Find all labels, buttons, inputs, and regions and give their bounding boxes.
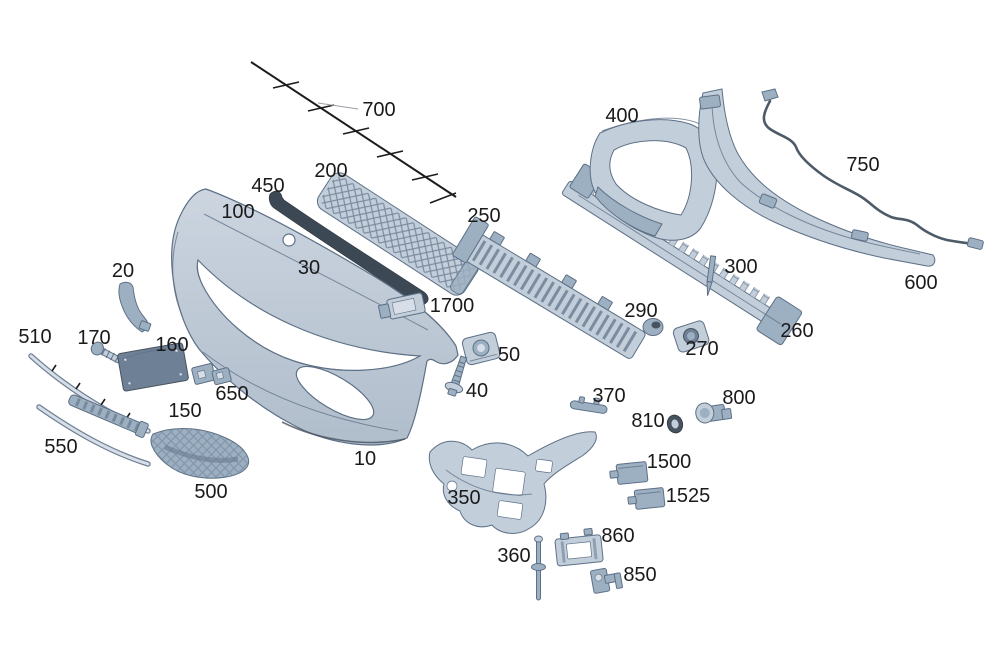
part-600-carrier-rail bbox=[698, 88, 936, 267]
callout-350[interactable]: 350 bbox=[447, 487, 481, 509]
part-170-screw bbox=[90, 341, 122, 364]
part-810-sensor-ring bbox=[666, 414, 684, 434]
part-800-parking-sensor bbox=[695, 402, 733, 424]
callout-270[interactable]: 270 bbox=[685, 338, 719, 360]
part-1700-camera-module bbox=[378, 292, 426, 320]
part-650-bracket bbox=[191, 363, 232, 386]
callout-600[interactable]: 600 bbox=[904, 272, 938, 294]
callout-800[interactable]: 800 bbox=[722, 387, 756, 409]
part-350-corner-bracket bbox=[428, 431, 597, 534]
callout-810[interactable]: 810 bbox=[631, 410, 665, 432]
callout-20[interactable]: 20 bbox=[111, 260, 135, 282]
part-300-pin bbox=[706, 255, 717, 296]
part-450-trim-strip bbox=[268, 190, 429, 306]
part-270-clip-nut bbox=[672, 320, 710, 353]
part-860-retainer-frame bbox=[554, 528, 604, 567]
callout-550[interactable]: 550 bbox=[44, 436, 78, 458]
part-750-hose bbox=[761, 88, 984, 250]
callout-250[interactable]: 250 bbox=[467, 205, 501, 227]
callout-170[interactable]: 170 bbox=[77, 327, 111, 349]
lower-grille-strip-hatched bbox=[68, 394, 149, 438]
part-20-bracket bbox=[118, 281, 152, 333]
part-850-holder bbox=[590, 567, 623, 594]
part-1500-module bbox=[609, 461, 649, 485]
callout-1525[interactable]: 1525 bbox=[665, 485, 711, 507]
part-290-grommet bbox=[642, 318, 664, 336]
callout-860[interactable]: 860 bbox=[601, 525, 635, 547]
callout-30[interactable]: 30 bbox=[297, 257, 321, 279]
callout-100[interactable]: 100 bbox=[221, 201, 255, 223]
part-1525-module bbox=[627, 487, 666, 510]
callout-500[interactable]: 500 bbox=[194, 481, 228, 503]
callout-750[interactable]: 750 bbox=[846, 154, 880, 176]
callout-10[interactable]: 10 bbox=[353, 448, 377, 470]
part-160-plate-bracket bbox=[117, 342, 189, 392]
callout-510[interactable]: 510 bbox=[18, 326, 52, 348]
callout-50[interactable]: 50 bbox=[497, 344, 521, 366]
part-50-clip-nut bbox=[461, 331, 501, 366]
callout-260[interactable]: 260 bbox=[780, 320, 814, 342]
callout-290[interactable]: 290 bbox=[624, 300, 658, 322]
part-500-intake-grille bbox=[150, 427, 250, 479]
part-360-rivet bbox=[531, 535, 546, 601]
callout-650[interactable]: 650 bbox=[215, 383, 249, 405]
callout-360[interactable]: 360 bbox=[497, 545, 531, 567]
callout-400[interactable]: 400 bbox=[605, 105, 639, 127]
part-400-air-duct bbox=[589, 117, 718, 241]
callout-200[interactable]: 200 bbox=[314, 160, 348, 182]
callout-850[interactable]: 850 bbox=[623, 564, 657, 586]
part-550-trim-strip bbox=[36, 404, 151, 467]
part-370-strip bbox=[569, 396, 608, 414]
callout-1700[interactable]: 1700 bbox=[429, 295, 475, 317]
callout-300[interactable]: 300 bbox=[724, 256, 758, 278]
part-250-lower-grille bbox=[452, 216, 646, 359]
callout-1500[interactable]: 1500 bbox=[646, 451, 692, 473]
part-40-screw bbox=[444, 355, 468, 397]
callout-700[interactable]: 700 bbox=[362, 99, 396, 121]
callout-370[interactable]: 370 bbox=[592, 385, 626, 407]
callout-160[interactable]: 160 bbox=[155, 334, 189, 356]
part-700-protective-film-line bbox=[250, 61, 457, 204]
callout-450[interactable]: 450 bbox=[251, 175, 285, 197]
part-200-upper-grille-mesh bbox=[316, 172, 480, 296]
callout-150[interactable]: 150 bbox=[168, 400, 202, 422]
callout-40[interactable]: 40 bbox=[465, 380, 489, 402]
